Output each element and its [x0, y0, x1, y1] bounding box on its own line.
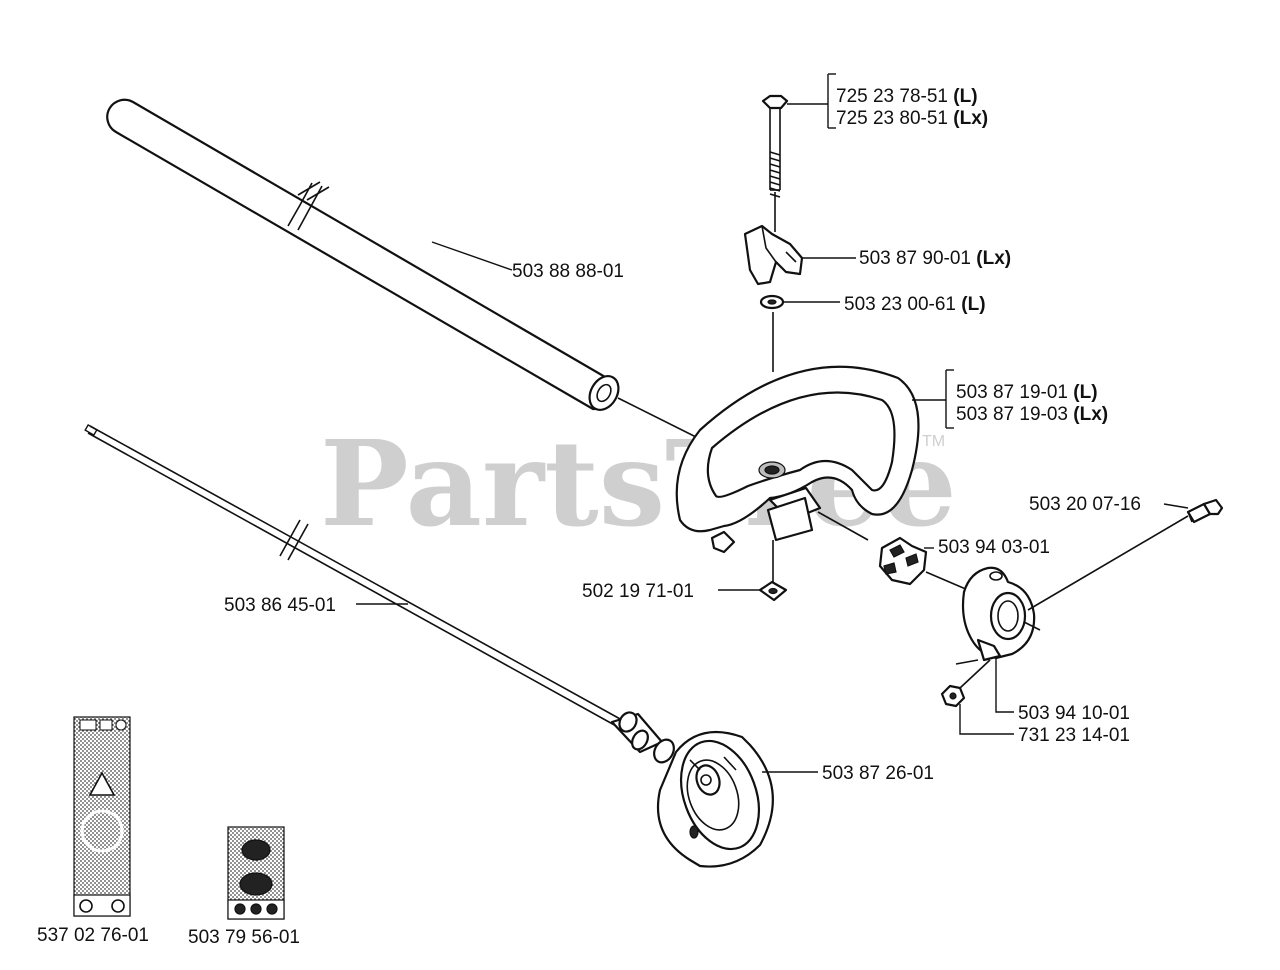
hex-nut — [940, 659, 991, 708]
clamp-screw — [1027, 498, 1224, 611]
part-label: 503 87 19-01 (L) — [956, 382, 1098, 403]
watermark-trademark: TM — [922, 433, 945, 450]
clutch-drum — [656, 730, 774, 868]
part-label: 502 19 71-01 — [582, 581, 694, 602]
shaft-tube — [106, 98, 719, 449]
square-nut — [758, 580, 788, 602]
part-label: 503 79 56-01 — [188, 927, 300, 948]
clamp-block — [961, 566, 1041, 662]
decal-small-sheet — [227, 826, 285, 920]
leader-lines — [356, 73, 1189, 773]
damper-block — [878, 536, 969, 591]
handle-bolt — [761, 94, 789, 582]
part-label: 503 87 19-03 (Lx) — [956, 404, 1108, 425]
wing-knob — [743, 224, 804, 286]
part-label: 503 87 90-01 (Lx) — [859, 248, 1011, 269]
part-label: 537 02 76-01 — [37, 925, 149, 946]
drive-shaft — [84, 423, 675, 764]
part-label: 503 86 45-01 — [224, 595, 336, 616]
part-label: 725 23 80-51 (Lx) — [836, 108, 988, 129]
part-label: 503 94 03-01 — [938, 537, 1050, 558]
washer — [759, 294, 785, 310]
part-labels: 725 23 78-51 (L) 725 23 80-51 (Lx) 503 8… — [37, 86, 1141, 948]
decal-large-sheet — [73, 716, 131, 917]
part-label: 503 88 88-01 — [512, 261, 624, 282]
part-label: 503 87 26-01 — [822, 763, 934, 784]
loop-handle — [675, 365, 920, 554]
part-label: 725 23 78-51 (L) — [836, 86, 978, 107]
part-label: 503 94 10-01 — [1018, 703, 1130, 724]
part-label: 503 23 00-61 (L) — [844, 294, 986, 315]
part-label: 503 20 07-16 — [1029, 494, 1141, 515]
part-label: 731 23 14-01 — [1018, 725, 1130, 746]
